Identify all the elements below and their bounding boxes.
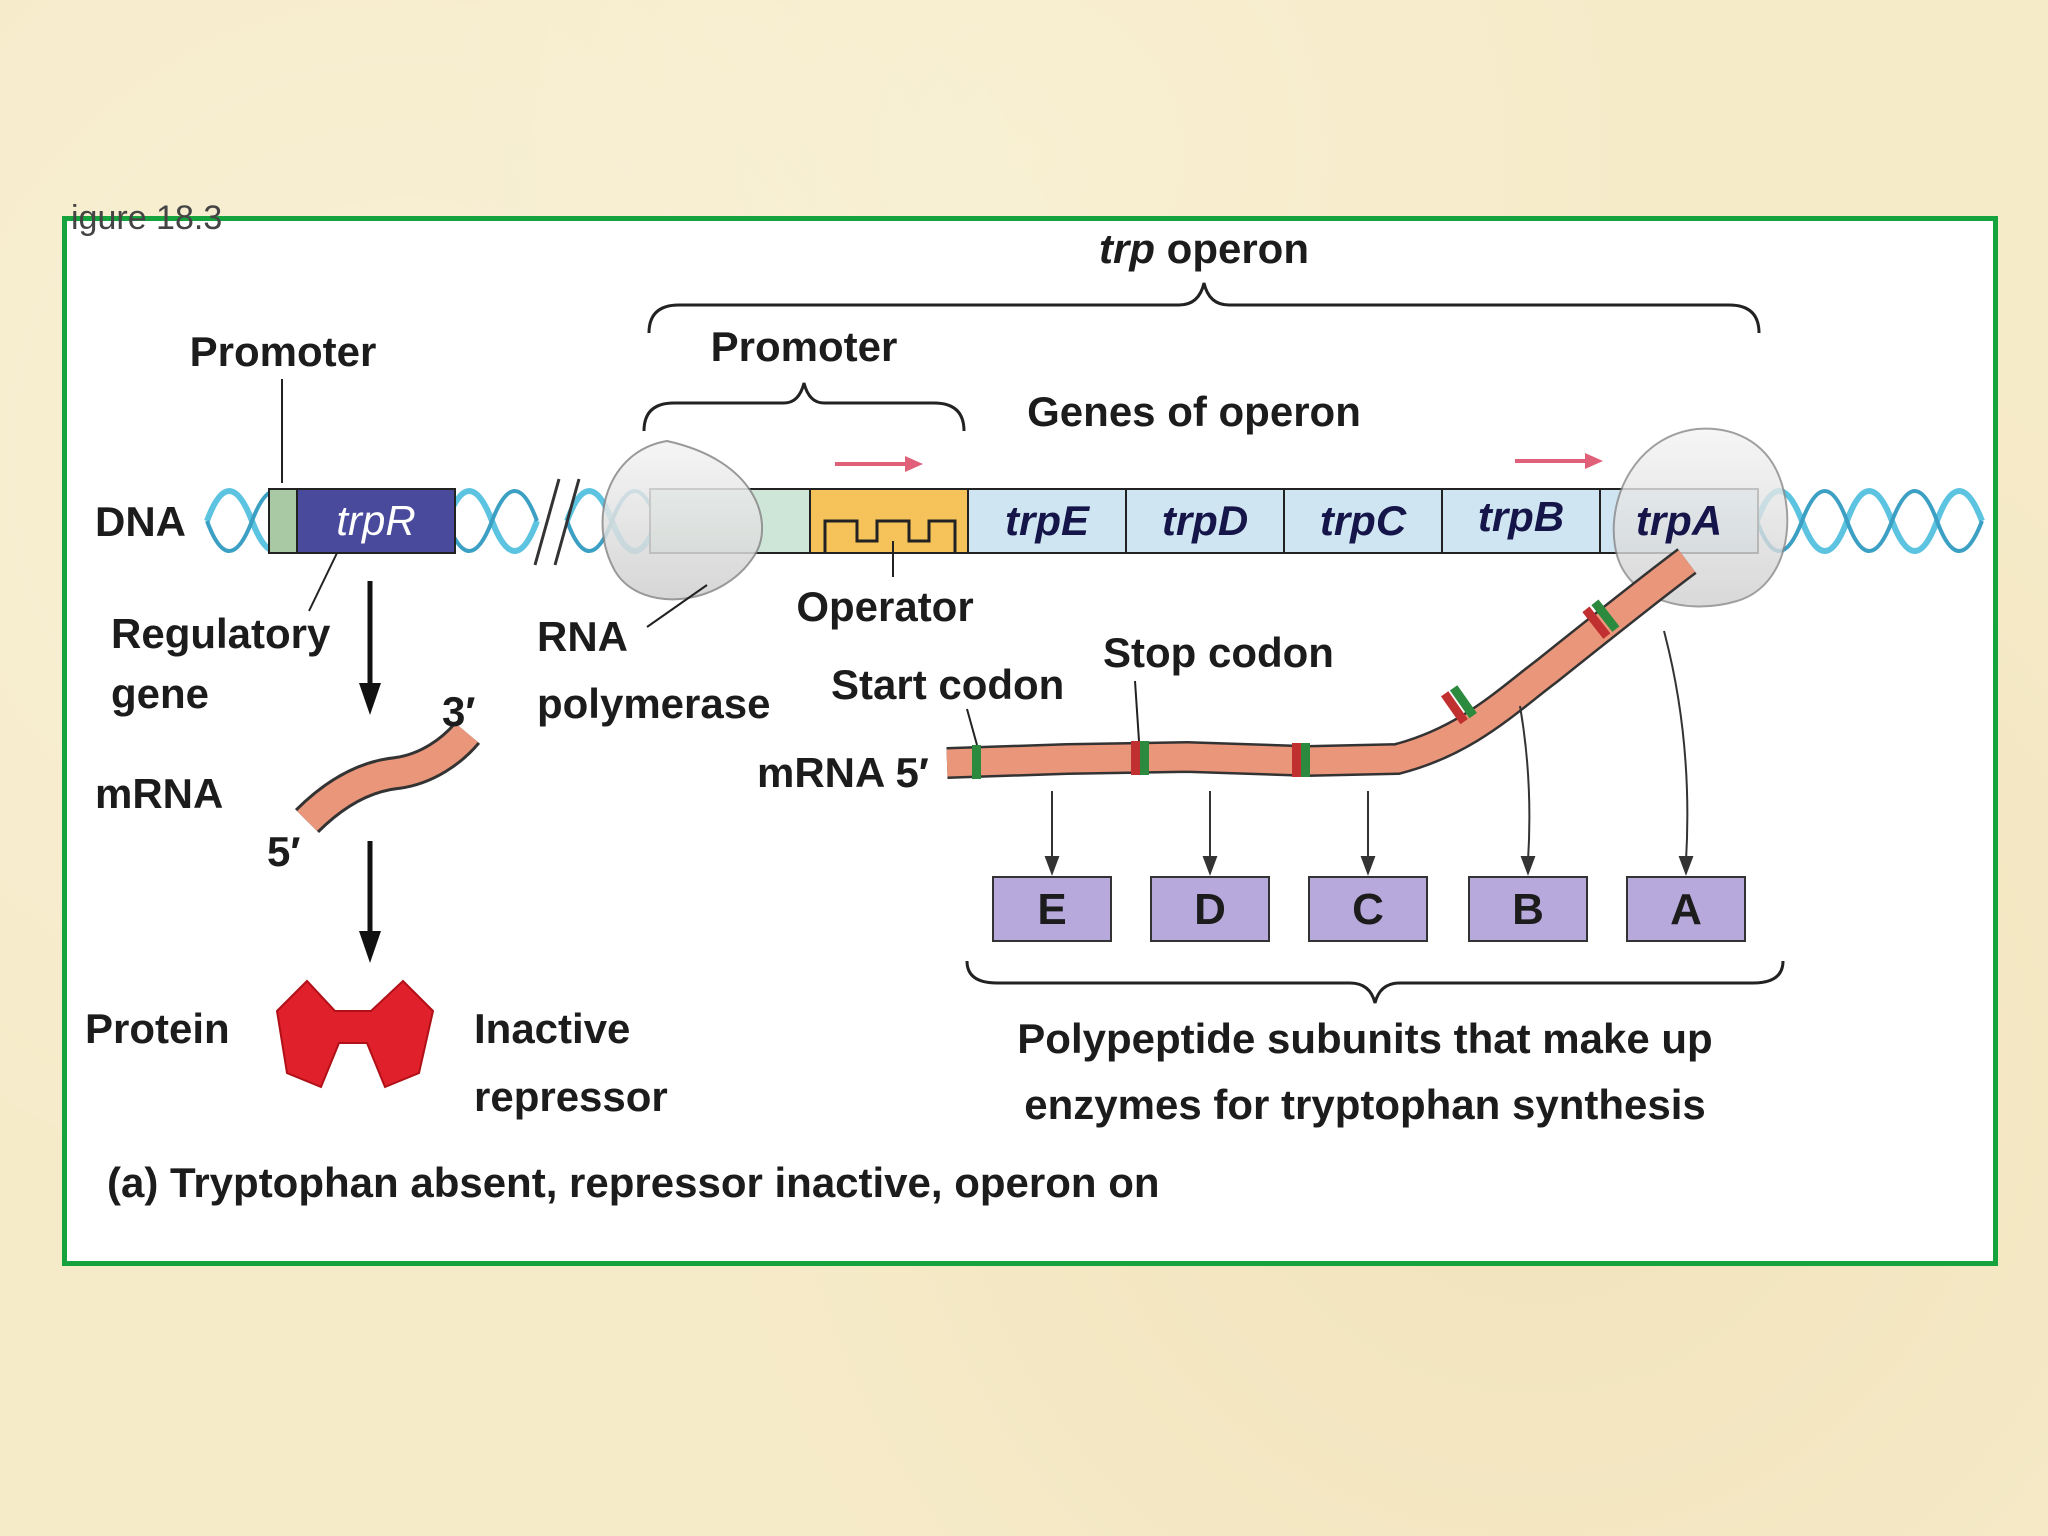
dna-label: DNA <box>95 498 186 545</box>
mrna-transcript <box>946 550 1696 777</box>
polypeptide-label-line2: enzymes for tryptophan synthesis <box>1024 1081 1706 1128</box>
dna-helix-right <box>1754 488 1985 554</box>
operon-brace <box>647 282 1761 334</box>
gene-trpC: trpC <box>1283 488 1443 554</box>
trpR-gene-box <box>296 488 456 554</box>
rna-polymerase-pointer <box>646 584 708 628</box>
operator-label: Operator <box>796 583 973 630</box>
subunits-brace <box>965 960 1785 1004</box>
mrna-left <box>297 723 478 832</box>
gene-trpE: trpE <box>967 488 1127 554</box>
transcription-arrowhead-down <box>359 683 381 715</box>
stop-codon-label: Stop codon <box>1103 629 1334 676</box>
inactive-label-line2: repressor <box>474 1073 668 1120</box>
subunit-B: B <box>1468 876 1588 942</box>
promoter-operon-label: Promoter <box>711 323 898 370</box>
svg-text:C: C <box>1352 885 1384 934</box>
svg-text:trpE: trpE <box>1005 497 1091 544</box>
rna-label-line1: RNA <box>537 613 628 660</box>
svg-text:D: D <box>1194 885 1226 934</box>
figure-label-fragment: igure 18.3 <box>71 199 222 237</box>
dna-break-marks <box>533 478 581 566</box>
svg-text:B: B <box>1512 885 1544 934</box>
svg-text:trpC: trpC <box>1320 497 1407 544</box>
promoter-brace <box>642 382 966 432</box>
subunit-C: C <box>1308 876 1428 942</box>
figure-frame: igure 18.3 trp operon Promoter Promoter … <box>62 199 1998 1266</box>
rna-polymerase-left <box>601 439 764 601</box>
inactive-repressor-shape <box>275 979 435 1089</box>
three-prime-label: 3′ <box>442 688 475 735</box>
five-prime-label: 5′ <box>267 828 300 875</box>
svg-text:trpB: trpB <box>1478 493 1564 540</box>
codon-marks <box>972 599 1620 779</box>
regulatory-label-line2: gene <box>111 670 209 717</box>
gene-trpD: trpD <box>1125 488 1285 554</box>
start-codon-pointer <box>966 708 978 746</box>
regulatory-pointer <box>308 552 338 612</box>
operon-title: trp operon <box>1099 225 1309 272</box>
translation-arrowhead-down <box>359 931 381 963</box>
protein-label: Protein <box>85 1005 230 1052</box>
inactive-label-line1: Inactive <box>474 1005 630 1052</box>
svg-text:E: E <box>1037 885 1066 934</box>
rna-label-line2: polymerase <box>537 680 770 727</box>
rna-polymerase-right <box>1612 427 1789 608</box>
figure-caption: (a) Tryptophan absent, repressor inactiv… <box>107 1159 1160 1206</box>
promoter-left-label: Promoter <box>190 328 377 375</box>
trpR-label: trpR <box>336 497 415 544</box>
mrna-left-label: mRNA <box>95 770 223 817</box>
regulatory-promoter-box <box>268 488 298 554</box>
polypeptide-label-line1: Polypeptide subunits that make up <box>1017 1015 1712 1062</box>
trp-operon-diagram: igure 18.3 trp operon Promoter Promoter … <box>71 199 1985 1206</box>
stop-codon-pointer <box>1134 680 1140 742</box>
gene-trpA-label: trpA <box>1636 497 1722 544</box>
transcription-arrowhead-right <box>1585 453 1603 469</box>
subunit-arrows <box>1044 630 1694 876</box>
regulatory-label-line1: Regulatory <box>111 610 331 657</box>
genes-of-operon-label: Genes of operon <box>1027 388 1361 435</box>
subunit-D: D <box>1150 876 1270 942</box>
transcription-arrowhead-left <box>905 456 923 472</box>
subunit-E: E <box>992 876 1112 942</box>
subunit-A: A <box>1626 876 1746 942</box>
svg-text:trpD: trpD <box>1162 497 1248 544</box>
operator-notch <box>823 519 957 553</box>
svg-text:A: A <box>1670 885 1702 934</box>
start-codon-label: Start codon <box>831 661 1064 708</box>
gene-trpB: trpB <box>1441 488 1601 554</box>
mrna-right-label: mRNA 5′ <box>757 749 929 796</box>
